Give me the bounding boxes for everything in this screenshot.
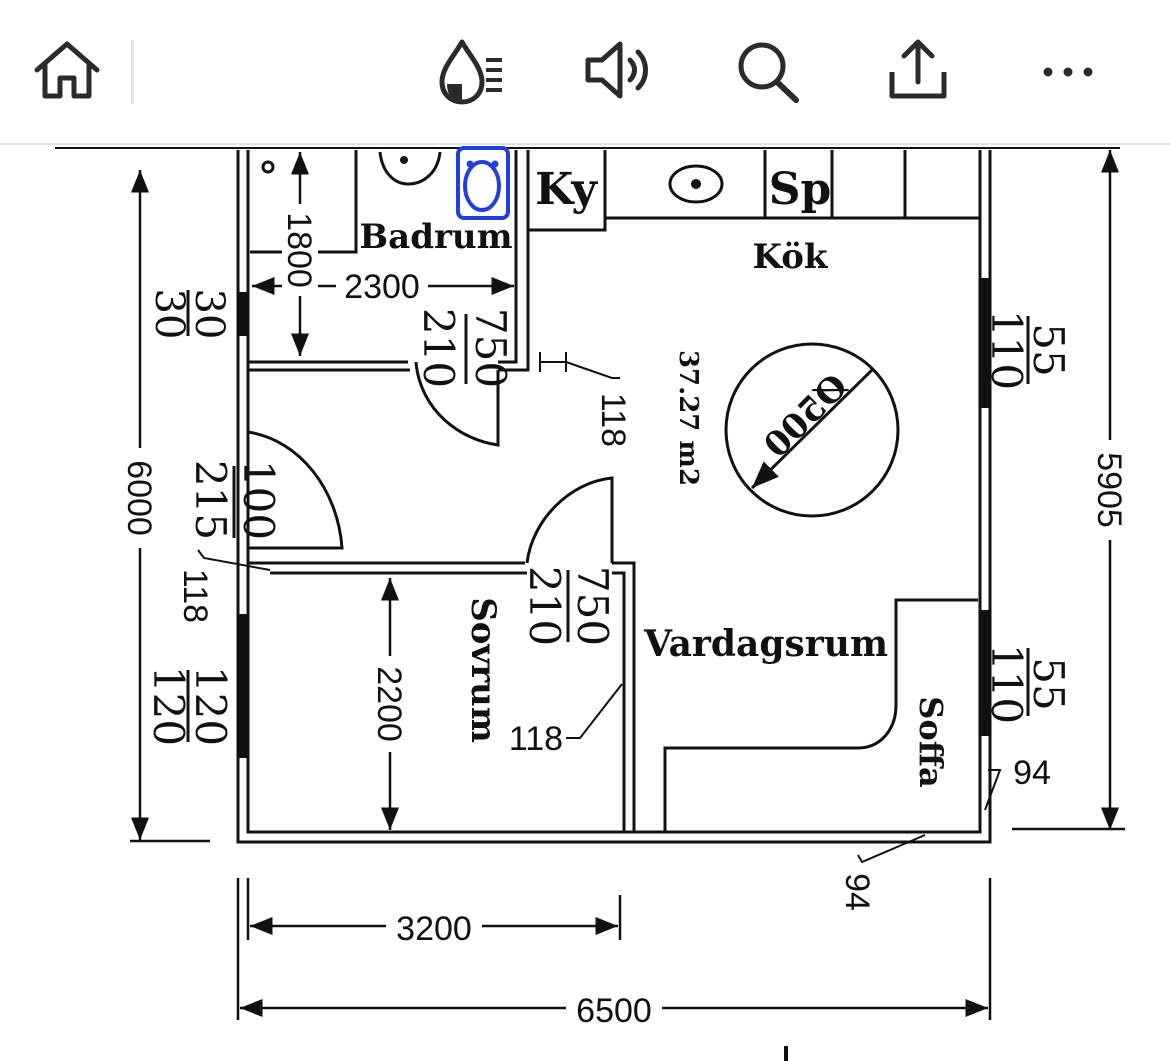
share-button[interactable]: [880, 32, 956, 108]
table-diameter-label: Ø500: [757, 367, 856, 466]
dim-total-height: 6000: [120, 460, 158, 536]
bath-fixtures: [261, 146, 510, 220]
window-living-width: 55: [1024, 657, 1073, 710]
speaker-icon: [585, 41, 648, 99]
bedroom-door-height: 210: [520, 566, 569, 646]
bath-door-height: 210: [414, 308, 463, 388]
floor-plan-drawing: 2300 1800 6000 5905 2200 3200 6500 118 1…: [55, 146, 1128, 1061]
windows: [239, 278, 990, 758]
dim-total-width: 6500: [576, 992, 652, 1030]
dim-wall-94-b: 94: [838, 873, 876, 911]
dim-bedroom-width: 3200: [396, 910, 472, 948]
reading-mode-icon: [439, 39, 502, 105]
room-label-bedroom: Sovrum: [463, 597, 503, 743]
dim-bath-width: 2300: [344, 268, 420, 306]
browser-toolbar: [0, 0, 1170, 145]
freezer-label: Sp: [769, 164, 832, 215]
home-icon: [34, 41, 100, 99]
bath-door-width: 750: [466, 308, 515, 388]
entry-door-width: 100: [234, 460, 283, 540]
window-kitchen-width: 55: [1024, 323, 1073, 376]
more-dots-icon: [1043, 67, 1093, 77]
dim-wall-118-b: 118: [176, 569, 214, 623]
dim-right-height: 5905: [1090, 452, 1128, 528]
dining-table: [724, 342, 900, 518]
reading-mode-button[interactable]: [432, 32, 508, 108]
window-bedroom-height: 120: [144, 666, 193, 746]
opening-labels: 750 210 100 215 750 210 30 30 120 120 55…: [144, 289, 1073, 747]
share-icon: [889, 39, 947, 99]
home-button[interactable]: [29, 32, 105, 108]
fridge-label: Ky: [535, 164, 598, 215]
room-label-bathroom: Badrum: [359, 217, 512, 257]
dim-wall-118-a: 118: [594, 393, 632, 447]
search-button[interactable]: [730, 32, 806, 108]
room-label-sofa: Soffa: [912, 696, 950, 787]
dimension-lines: [130, 150, 1125, 1061]
dim-wall-118-c: 118: [509, 720, 563, 758]
dim-bath-height: 1800: [280, 212, 318, 288]
dim-bedroom-height: 2200: [370, 666, 408, 742]
dimension-labels: 2300 1800 6000 5905 2200 3200 6500 118 1…: [120, 204, 1128, 1030]
entry-door-height: 215: [186, 460, 235, 540]
room-label-living: Vardagsrum: [643, 623, 888, 665]
dim-wall-94-a: 94: [1013, 754, 1051, 792]
search-icon: [738, 42, 799, 103]
window-bath-height: 30: [146, 289, 192, 340]
window-kitchen-height: 110: [982, 310, 1031, 390]
window-bath-width: 30: [186, 289, 232, 340]
toolbar-separator: [131, 40, 134, 104]
window-bedroom-width: 120: [186, 666, 235, 746]
bedroom-door-width: 750: [568, 566, 617, 646]
more-button[interactable]: [1030, 32, 1106, 108]
area-label: 37.27 m2: [673, 350, 703, 486]
room-label-kitchen: Kök: [752, 237, 828, 277]
read-aloud-button[interactable]: [580, 32, 656, 108]
toilet-icon: [456, 146, 510, 220]
window-living-height: 110: [982, 644, 1031, 724]
walls: [55, 147, 1120, 864]
stove-icon: [668, 164, 724, 204]
room-labels: Badrum Kök Vardagsrum Sovrum Soffa Ky Sp…: [359, 164, 950, 788]
